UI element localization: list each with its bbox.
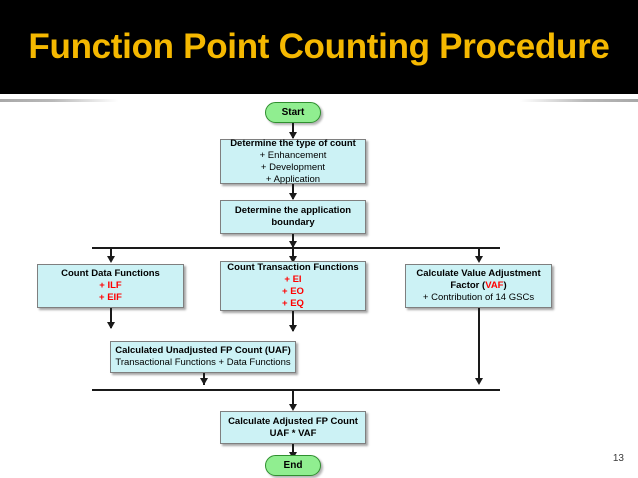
count-transaction-functions-item-2: + EQ	[282, 298, 304, 309]
arrowhead-vaf-to-merge-bar	[474, 378, 483, 385]
connector-vaf-to-merge-bar	[478, 308, 480, 382]
merge-bar	[92, 389, 500, 391]
flow-node-determine-type-of-count[interactable]: Determine the type of count + Enhancemen…	[220, 137, 366, 185]
flow-node-count-transaction-functions[interactable]: Count Transaction Functions + EI + EO + …	[220, 261, 366, 311]
connector-split-to-calculate-vaf	[478, 249, 480, 260]
arrowhead-split-to-count-data	[106, 256, 115, 263]
determine-type-item-1: + Development	[260, 161, 326, 173]
connector-boundary-to-split-bar	[292, 234, 294, 247]
determine-type-item-2: + Application	[265, 173, 321, 185]
arrowhead-start-to-determine-type	[288, 132, 297, 139]
count-transaction-functions-title: Count Transaction Functions	[227, 262, 359, 273]
connector-split-to-count-transaction	[292, 249, 294, 260]
arrowhead-boundary-to-split-bar	[288, 241, 297, 248]
connector-determine-type-to-boundary	[292, 184, 294, 199]
flow-node-end[interactable]: End	[265, 455, 321, 476]
connector-adjusted-fp-to-end	[292, 444, 294, 456]
arrowhead-split-to-count-transaction	[288, 256, 297, 263]
split-bar	[92, 247, 500, 249]
connector-count-transaction-to-uaf	[292, 311, 294, 331]
vaf-title-line-2: Factor (VAF)	[450, 280, 506, 292]
determine-type-title: Determine the type of count	[230, 137, 356, 149]
arrowhead-merge-bar-to-adjusted-fp	[288, 404, 297, 411]
connector-start-to-determine-type	[292, 123, 294, 138]
title-banner	[0, 0, 638, 94]
flow-node-start[interactable]: Start	[265, 102, 321, 123]
vaf-title-accent: VAF	[485, 280, 504, 291]
vaf-note: + Contribution of 14 GSCs	[422, 292, 535, 303]
page-title: Function Point Counting Procedure	[28, 27, 610, 66]
vaf-title-prefix: Factor (	[450, 280, 486, 291]
determine-type-item-0: + Enhancement	[259, 149, 327, 161]
vaf-title-suffix: )	[503, 280, 507, 291]
flow-node-calculate-value-adjustment-factor[interactable]: Calculate Value Adjustment Factor (VAF) …	[405, 264, 552, 308]
arrowhead-uaf-to-merge-bar	[199, 378, 208, 385]
connector-merge-bar-to-adjusted-fp	[292, 391, 294, 408]
count-transaction-functions-item-1: + EO	[282, 286, 304, 297]
page-number: 13	[612, 453, 624, 464]
connector-count-data-to-uaf	[110, 308, 112, 328]
flow-node-count-data-functions[interactable]: Count Data Functions + ILF + EIF	[37, 264, 184, 308]
arrowhead-count-data-to-uaf	[106, 322, 115, 329]
flow-node-determine-application-boundary[interactable]: Determine the application boundary	[220, 200, 366, 234]
decorative-rule-left	[0, 99, 118, 102]
count-data-functions-item-0: + ILF	[99, 280, 122, 291]
connector-split-to-count-data	[110, 249, 112, 260]
decorative-rule-right	[520, 99, 638, 102]
count-data-functions-title: Count Data Functions	[61, 268, 160, 279]
boundary-line-2: boundary	[271, 217, 315, 228]
arrowhead-split-to-calculate-vaf	[474, 256, 483, 263]
adjusted-fp-formula: UAF * VAF	[269, 427, 317, 439]
boundary-line-1: Determine the application	[234, 205, 352, 216]
vaf-title-line-1: Calculate Value Adjustment	[416, 268, 541, 279]
flow-node-calculate-adjusted-fp-count[interactable]: Calculate Adjusted FP Count UAF * VAF	[220, 411, 366, 444]
flow-node-calculated-unadjusted-fp-count[interactable]: Calculated Unadjusted FP Count (UAF) Tra…	[110, 341, 296, 373]
count-data-functions-item-1: + EIF	[99, 292, 122, 303]
arrowhead-count-transaction-to-uaf	[288, 325, 297, 332]
count-transaction-functions-item-0: + EI	[284, 274, 302, 285]
arrowhead-determine-type-to-boundary	[288, 193, 297, 200]
adjusted-fp-title: Calculate Adjusted FP Count	[228, 415, 358, 427]
uaf-subtitle: Transactional Functions + Data Functions	[115, 357, 291, 368]
uaf-title: Calculated Unadjusted FP Count (UAF)	[115, 345, 291, 356]
